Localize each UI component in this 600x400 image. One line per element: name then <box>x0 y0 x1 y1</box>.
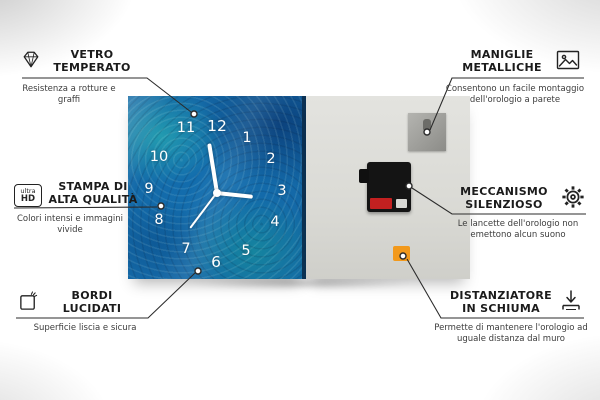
clock-front-panel: 12 1 2 3 4 5 6 7 8 9 10 11 <box>128 96 306 279</box>
callout-title-line: STAMPA DI <box>58 180 128 193</box>
clock-number: 3 <box>277 183 287 199</box>
callout-title: MECCANISMO SILENZIOSO <box>452 185 556 212</box>
callout-title: STAMPA DI ALTA QUALITÀ <box>42 180 144 207</box>
clock-number: 4 <box>270 214 280 230</box>
clock-number: 5 <box>241 243 251 259</box>
callout-title: MANIGLIE METALLICHE <box>452 48 552 75</box>
glass-side-edge <box>302 96 306 279</box>
callout-subtitle: Resistenza a rotture e graffi <box>22 84 116 106</box>
clock-mechanism <box>359 162 411 212</box>
callout-subtitle: Le lancette dell'orologio non emettono a… <box>457 219 579 241</box>
callout-title-line: LUCIDATI <box>62 301 122 315</box>
callout-vetro-temperato: VETRO TEMPERATO Resistenza a rotture e g… <box>0 46 220 116</box>
mechanism-knob <box>359 169 369 183</box>
callout-title: VETRO TEMPERATO <box>42 48 142 75</box>
foam-spacer-icon <box>560 289 582 313</box>
callout-title-line: MANIGLIE <box>470 48 534 61</box>
battery <box>370 198 392 209</box>
foam-spacer <box>393 246 410 261</box>
callout-stampa-alta-qualita: ultra HD STAMPA DI ALTA QUALITÀ Colori i… <box>0 178 220 248</box>
clock-number: 10 <box>149 149 169 165</box>
diamond-icon <box>20 50 42 69</box>
clock-number: 6 <box>211 253 221 271</box>
callout-subtitle: Consentono un facile montaggio dell'orol… <box>445 84 585 106</box>
clock-number: 11 <box>176 120 196 136</box>
callout-title-line: ALTA QUALITÀ <box>48 192 138 206</box>
callout-title-line: METALLICHE <box>462 60 542 74</box>
clock-number: 2 <box>266 151 276 167</box>
callout-maniglie-metalliche: MANIGLIE METALLICHE Consentono un facile… <box>440 46 600 126</box>
clock-number: 1 <box>242 130 252 146</box>
callout-subtitle: Superficie liscia e sicura <box>33 323 137 333</box>
mechanism-label <box>396 199 407 208</box>
callout-distanziatore-schiuma: DISTANZIATORE IN SCHIUMA Permette di man… <box>426 286 600 356</box>
callout-bordi-lucidati: BORDI LUCIDATI Superficie liscia e sicur… <box>0 288 220 348</box>
callout-subtitle: Colori intensi e immagini vivide <box>16 214 123 236</box>
callout-title-line: VETRO <box>70 48 114 61</box>
hands-center-cap <box>213 189 221 197</box>
clock-number: 7 <box>181 241 191 257</box>
polished-edge-icon <box>18 291 39 312</box>
clock-number: 9 <box>144 181 154 197</box>
hanger-slot <box>423 119 431 130</box>
callout-title-line: IN SCHIUMA <box>462 301 540 315</box>
ultra-hd-badge-text: HD <box>20 193 36 204</box>
callout-title-line: SILENZIOSO <box>465 197 543 211</box>
ultra-hd-badge-text: ultra <box>20 187 36 195</box>
picture-frame-icon <box>556 50 580 70</box>
callout-title: DISTANZIATORE IN SCHIUMA <box>446 289 556 316</box>
gear-icon <box>560 184 586 210</box>
clock-number: 8 <box>154 212 164 228</box>
clock-number: 12 <box>207 117 227 135</box>
callout-title-line: TEMPERATO <box>53 60 131 74</box>
callout-title: BORDI LUCIDATI <box>42 289 142 316</box>
callout-subtitle: Permette di mantenere l'orologio ad ugua… <box>434 323 588 345</box>
ultra-hd-icon: ultra HD <box>14 184 42 207</box>
callout-meccanismo-silenzioso: MECCANISMO SILENZIOSO Le lancette dell'o… <box>440 182 600 262</box>
